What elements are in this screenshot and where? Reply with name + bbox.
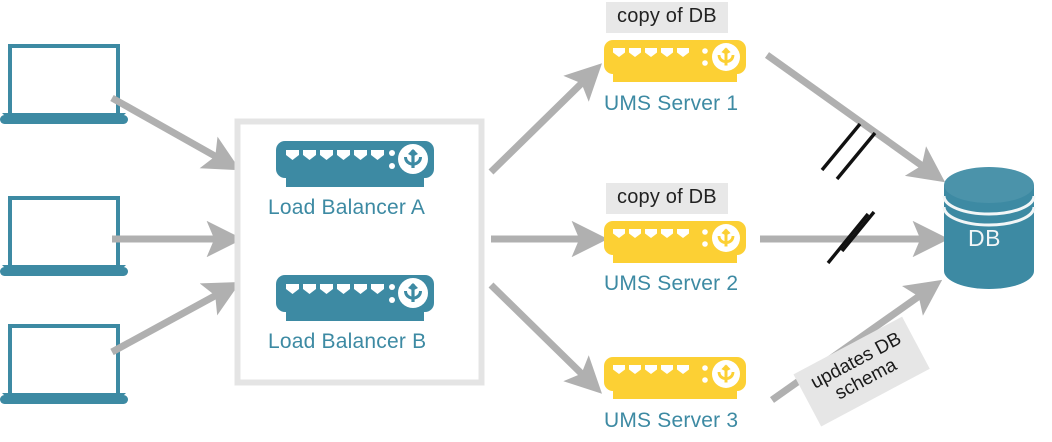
arrow-icon <box>488 282 603 394</box>
load-balancer-a-label: Load Balancer A <box>268 196 426 219</box>
ums-server-3-label: UMS Server 3 <box>604 409 739 432</box>
arrow-icon <box>488 63 603 175</box>
laptop-icon <box>0 196 128 276</box>
server-icon <box>276 141 434 187</box>
server-icon <box>604 40 746 82</box>
server-icon <box>276 275 434 321</box>
arrow-icon <box>110 281 241 356</box>
load-balancer-b-label: Load Balancer B <box>268 330 427 353</box>
arrow-icon <box>764 52 946 183</box>
ums-server-2-label: UMS Server 2 <box>604 272 739 295</box>
laptop-icon <box>0 324 128 404</box>
ums-server-1-label: UMS Server 1 <box>604 92 739 115</box>
break-slash-marks-icon <box>826 210 876 265</box>
laptop-icon <box>0 44 128 124</box>
server-tag-copy-of-db: copy of DB <box>606 183 728 214</box>
database-cylinder-icon <box>942 167 1036 289</box>
arrow-icon <box>110 94 241 171</box>
database-label: DB <box>968 225 1001 251</box>
server-tag-copy-of-db: copy of DB <box>606 2 728 33</box>
break-slash-marks-icon <box>820 122 877 181</box>
server-icon <box>604 221 746 263</box>
server-icon <box>604 357 746 399</box>
